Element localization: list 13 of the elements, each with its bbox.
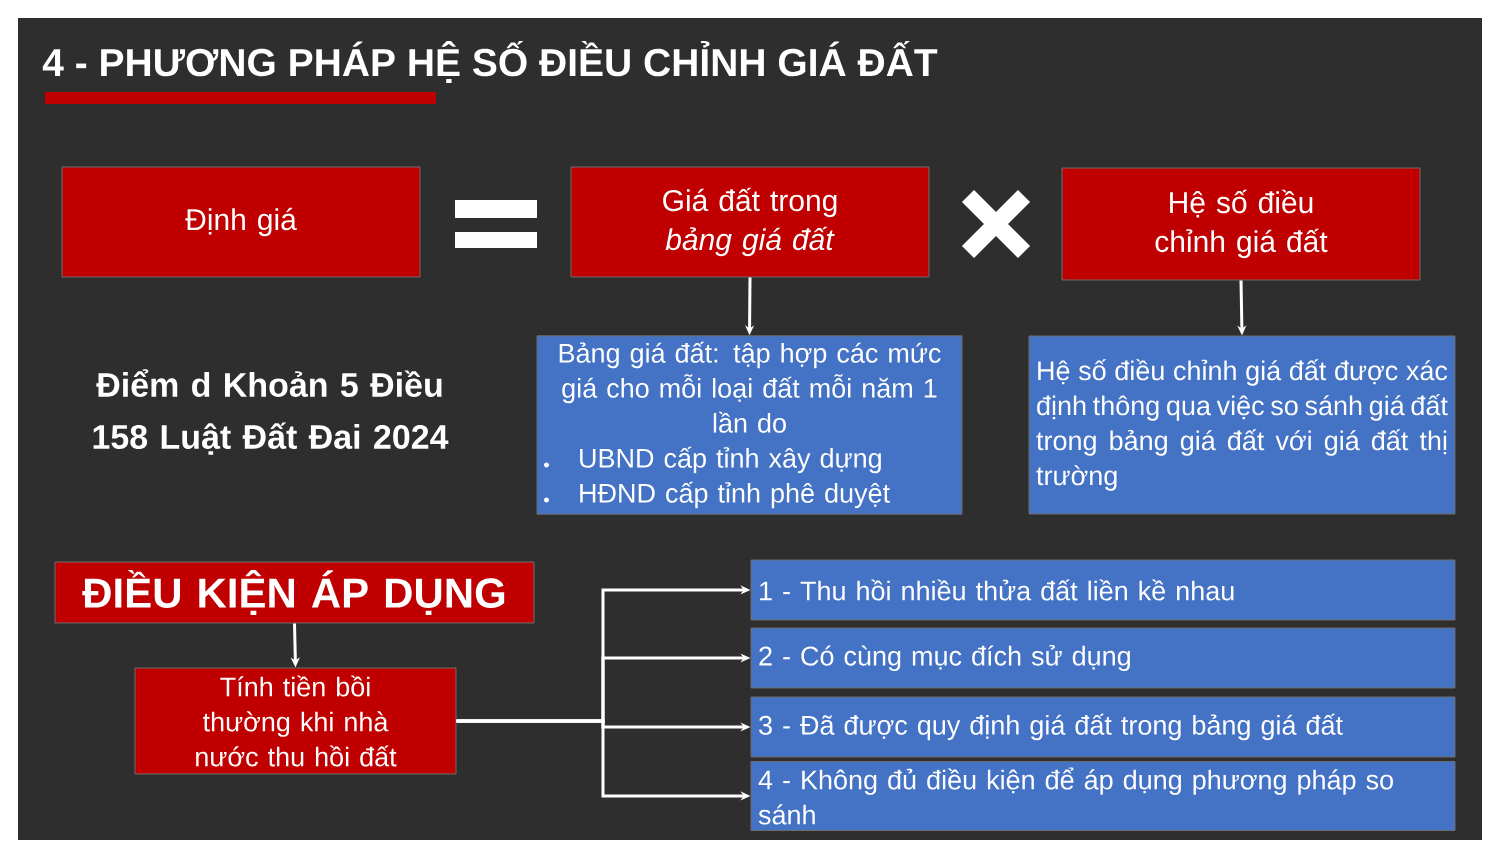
note-box: Hệ số điều chỉnh giá đất được xác định thông qua việc so sánh giá đất trong bảng giá đất với giá đất thị trường <box>1028 335 1456 515</box>
law-reference: Điểm d Khoản 5 Điều 158 Luật Đất Đai 2024 <box>93 369 449 455</box>
heading-box: ĐIỀU KIỆN ÁP DỤNG <box>54 561 535 624</box>
title: 4 - PHƯƠNG PHÁP HỆ SỐ ĐIỀU CHỈNH GIÁ ĐẤT <box>42 41 938 83</box>
process-box: Định giá <box>61 166 421 278</box>
condition-bar: 1 - Thu hồi nhiều thửa đất liền kề nhau <box>750 559 1456 621</box>
condition-bar: 4 - Không đủ điều kiện để áp dụng phương pháp so sánh <box>750 760 1456 831</box>
condition-bar: 2 - Có cùng mục đích sử dụng <box>750 627 1456 689</box>
process-box: Hệ số điều chỉnh giá đất <box>1061 167 1421 281</box>
process-box: Giá đất trong bảng giá đất <box>570 166 930 278</box>
note-box: Bảng giá đất: tập hợp các mức giá cho mỗi loại đất mỗi năm 1 lần do UBND cấp tỉnh xây dựng HĐND cấp tỉnh phê duyệt <box>536 335 963 515</box>
process-box: Tính tiền bồi thường khi nhà nước thu hồi đất <box>134 667 457 775</box>
condition-bar: 3 - Đã được quy định giá đất trong bảng giá đất <box>750 696 1456 758</box>
